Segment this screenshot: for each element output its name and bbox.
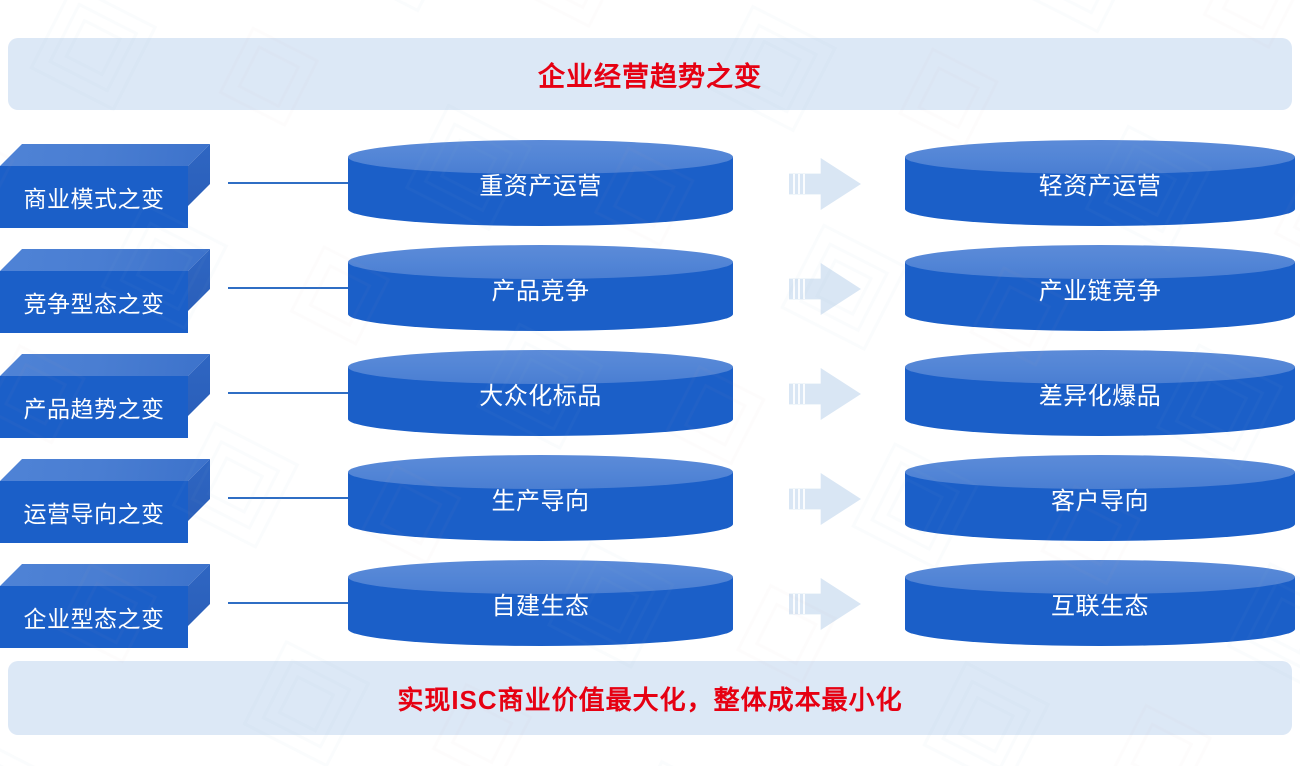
diagram-row: 运营导向之变 生产导向 客户导向	[0, 445, 1300, 550]
from-state-label: 产品竞争	[491, 277, 590, 305]
arrow-stripe	[798, 383, 800, 405]
category-label: 产品趋势之变	[23, 396, 165, 422]
arrow-stripe	[803, 593, 805, 615]
from-state-cylinder[interactable]: 自建生态	[348, 560, 733, 646]
box-front-face: 产品趋势之变	[0, 376, 188, 438]
connector-line	[228, 182, 348, 184]
from-state-label: 生产导向	[491, 487, 590, 515]
category-label: 竞争型态之变	[23, 291, 165, 317]
diagram-row: 商业模式之变 重资产运营 轻资产运营	[0, 130, 1300, 235]
from-state-cylinder[interactable]: 大众化标品	[348, 350, 733, 436]
arrow-stripe	[793, 383, 795, 405]
connector-line	[228, 602, 348, 604]
category-box[interactable]: 运营导向之变	[0, 459, 210, 543]
category-label: 商业模式之变	[23, 186, 165, 212]
to-state-cylinder[interactable]: 差异化爆品	[905, 350, 1295, 436]
diagram-row: 竞争型态之变 产品竞争 产业链竞争	[0, 235, 1300, 340]
arrow-right-icon	[789, 473, 861, 525]
to-state-label: 轻资产运营	[1038, 172, 1162, 200]
arrow-stripe	[803, 278, 805, 300]
arrow-stripe	[803, 488, 805, 510]
to-state-cylinder[interactable]: 轻资产运营	[905, 140, 1295, 226]
arrow-stripe	[793, 593, 795, 615]
box-top-face	[0, 144, 210, 166]
box-top-face	[0, 354, 210, 376]
arrow-stripe	[793, 278, 795, 300]
from-state-label: 重资产运营	[479, 172, 602, 200]
arrow-stripe	[798, 278, 800, 300]
arrow-stripe	[798, 593, 800, 615]
arrow-right-icon	[789, 368, 861, 420]
connector-line	[228, 392, 348, 394]
arrow-stripe	[798, 488, 800, 510]
footer-banner: 实现ISC商业价值最大化，整体成本最小化	[8, 661, 1292, 735]
category-box[interactable]: 商业模式之变	[0, 144, 210, 228]
arrow-right-icon	[789, 263, 861, 315]
summary-statement: 实现ISC商业价值最大化，整体成本最小化	[397, 684, 903, 715]
category-label: 运营导向之变	[23, 501, 165, 527]
box-front-face: 运营导向之变	[0, 481, 188, 543]
to-state-cylinder[interactable]: 互联生态	[905, 560, 1295, 646]
from-state-cylinder[interactable]: 产品竞争	[348, 245, 733, 331]
category-box[interactable]: 竞争型态之变	[0, 249, 210, 333]
box-front-face: 竞争型态之变	[0, 271, 188, 333]
diagram-row: 企业型态之变 自建生态 互联生态	[0, 550, 1300, 655]
diagram-row: 产品趋势之变 大众化标品 差异化爆品	[0, 340, 1300, 445]
to-state-label: 产业链竞争	[1038, 277, 1162, 305]
box-top-face	[0, 459, 210, 481]
header-banner: 企业经营趋势之变	[8, 38, 1292, 110]
box-top-face	[0, 564, 210, 586]
arrow-stripe	[793, 173, 795, 195]
box-front-face: 企业型态之变	[0, 586, 188, 648]
to-state-label: 互联生态	[1051, 592, 1149, 620]
arrow-right-icon	[789, 578, 861, 630]
arrow-stripe	[798, 173, 800, 195]
connector-line	[228, 287, 348, 289]
to-state-label: 差异化爆品	[1038, 382, 1162, 410]
category-box[interactable]: 产品趋势之变	[0, 354, 210, 438]
to-state-label: 客户导向	[1051, 487, 1149, 515]
category-box[interactable]: 企业型态之变	[0, 564, 210, 648]
from-state-cylinder[interactable]: 重资产运营	[348, 140, 733, 226]
box-top-face	[0, 249, 210, 271]
to-state-cylinder[interactable]: 客户导向	[905, 455, 1295, 541]
connector-line	[228, 497, 348, 499]
arrow-right-icon	[789, 158, 861, 210]
to-state-cylinder[interactable]: 产业链竞争	[905, 245, 1295, 331]
arrow-stripe	[803, 383, 805, 405]
box-front-face: 商业模式之变	[0, 166, 188, 228]
arrow-stripe	[803, 173, 805, 195]
category-label: 企业型态之变	[23, 606, 165, 632]
from-state-label: 自建生态	[491, 592, 590, 620]
page-title: 企业经营趋势之变	[538, 61, 762, 92]
from-state-label: 大众化标品	[479, 382, 602, 410]
from-state-cylinder[interactable]: 生产导向	[348, 455, 733, 541]
arrow-stripe	[793, 488, 795, 510]
